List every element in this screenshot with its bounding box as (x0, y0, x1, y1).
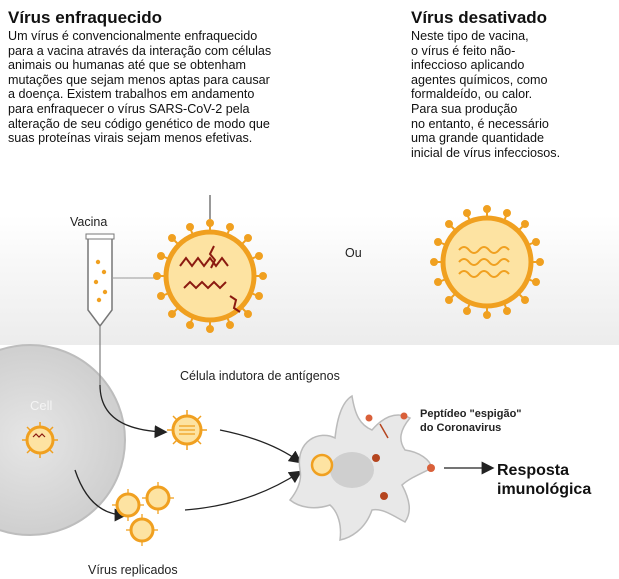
inactivated-virus (430, 205, 544, 319)
cell-label: Cell (30, 398, 53, 413)
virus-particle (167, 410, 207, 450)
host-cell (0, 344, 126, 536)
arrow-to-replicated (74, 469, 128, 522)
weakened-virus-description: Um vírus é convencionalmente enfraquecid… (8, 29, 272, 146)
arrow-to-apc-1 (219, 429, 303, 464)
spike-peptide-label: Peptídeo "espigão" do Coronavirus (420, 408, 522, 434)
replicated-virus-label: Vírus replicados (88, 563, 178, 577)
vaccine-label: Vacina (70, 215, 108, 229)
inactivated-virus-description: Neste tipo de vacina, o vírus é feito nã… (411, 29, 561, 160)
inactivated-virus-title: Vírus desativado (411, 8, 548, 27)
arrow-to-apc-2 (184, 470, 303, 511)
or-label: Ou (345, 246, 362, 260)
immune-response-label: Resposta imunológica (497, 462, 592, 498)
virus-in-cell (22, 422, 58, 458)
replicated-viruses (112, 482, 174, 546)
weakened-virus-title: Vírus enfraquecido (8, 8, 162, 27)
arrow-to-virus (99, 384, 168, 439)
weakened-virus (153, 219, 267, 333)
antigen-cell-label: Célula indutora de antígenos (180, 369, 340, 383)
antigen-presenting-cell (288, 394, 435, 541)
vaccine-tube (85, 233, 160, 385)
